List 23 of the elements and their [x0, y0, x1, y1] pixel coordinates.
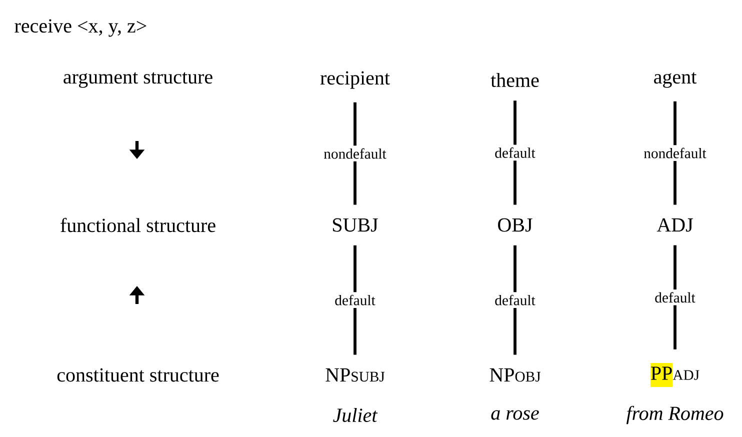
connector-line: [514, 100, 516, 205]
example-word: Juliet: [333, 408, 378, 422]
edge-label: default: [492, 292, 538, 308]
example-word: from Romeo: [626, 406, 724, 424]
edge-label: nondefault: [640, 145, 710, 161]
row-label: argument structure: [64, 72, 212, 88]
function-label: ADJ: [656, 218, 693, 232]
edge-label: default: [492, 144, 538, 161]
function-label: SUBJ: [333, 218, 378, 232]
phrase-label: NPOBJ: [490, 368, 541, 382]
role-label: theme: [490, 72, 539, 88]
role-label: agent: [654, 72, 697, 88]
phrase-label: PPADJ: [650, 363, 700, 387]
function-label: OBJ: [498, 218, 532, 232]
heading-text: receive <x, y, z>: [14, 19, 146, 37]
edge-label: nondefault: [320, 146, 390, 162]
edge-label: default: [332, 292, 378, 308]
edge-label: default: [652, 289, 698, 306]
row-label: constituent structure: [57, 368, 219, 382]
example-word: a rose: [491, 410, 539, 420]
row-label: functional structure: [60, 218, 216, 232]
role-label: recipient: [320, 71, 390, 89]
phrase-label: NPSUBJ: [326, 368, 385, 382]
